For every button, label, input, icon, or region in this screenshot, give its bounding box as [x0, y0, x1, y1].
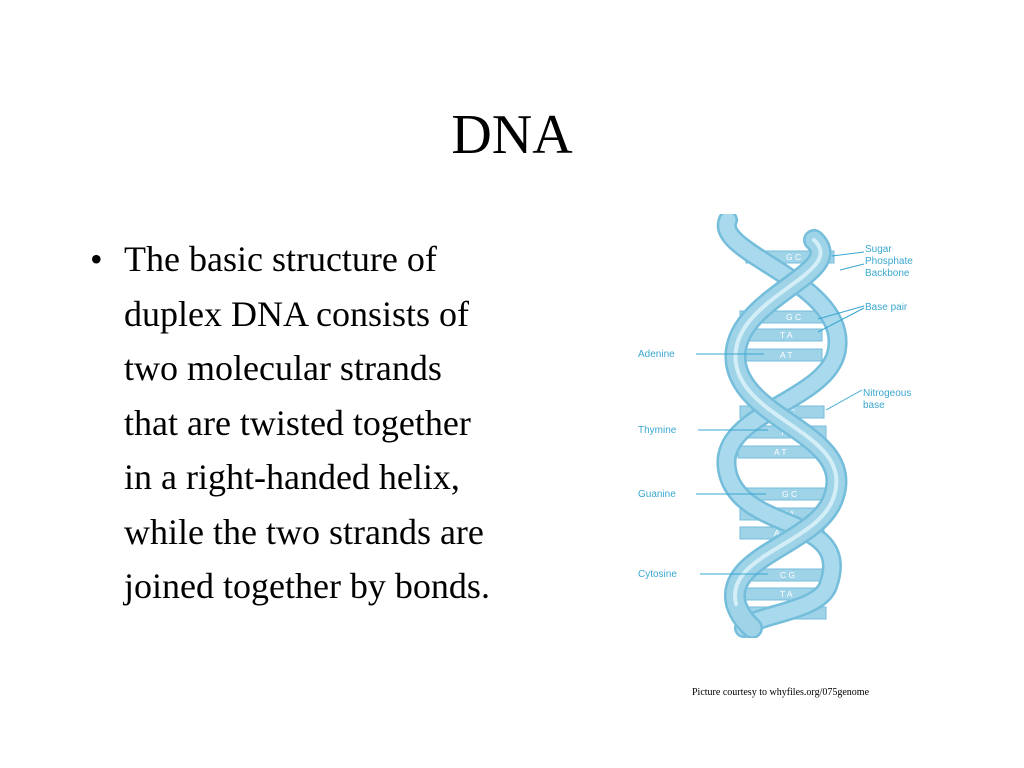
base-pair-letter: T A	[780, 589, 793, 599]
base-pair-letter: G C	[786, 312, 801, 322]
bullet-text: The basic structure of duplex DNA consis…	[124, 239, 490, 606]
label-base-pair: Base pair	[865, 302, 908, 313]
label-backbone: Backbone	[865, 268, 910, 279]
label-base: base	[863, 400, 885, 411]
label-thymine: Thymine	[638, 425, 677, 436]
base-pair-letter: T A	[780, 330, 793, 340]
label-nitrogeous: Nitrogeous	[863, 388, 911, 399]
base-pair-letter: A T	[774, 447, 787, 457]
dna-strand-highlight	[732, 238, 839, 606]
label-adenine: Adenine	[638, 349, 675, 360]
label-phosphate: Phosphate	[865, 256, 913, 267]
bullet-marker: •	[90, 239, 103, 279]
label-guanine: Guanine	[638, 489, 676, 500]
picture-credit: Picture courtesy to whyfiles.org/075geno…	[692, 687, 870, 698]
label-sugar: Sugar	[865, 244, 892, 255]
base-pair-letter: C G	[780, 570, 795, 580]
base-pair-letter: G C	[786, 252, 801, 262]
dna-helix-illustration: G C G C T A A T G C T A A T G C T A A T …	[638, 214, 913, 638]
label-cytosine: Cytosine	[638, 569, 677, 580]
dna-strand-back-fill	[718, 214, 846, 636]
bullet-item: • The basic structure of duplex DNA cons…	[90, 232, 610, 614]
base-pair-letter: G C	[782, 489, 797, 499]
base-pair-letter: A T	[774, 528, 787, 538]
dna-diagram: G C G C T A A T G C T A A T G C T A A T …	[628, 214, 924, 638]
base-pair-letter: A T	[780, 350, 793, 360]
label-leader-lines	[696, 251, 865, 575]
bullet-list: • The basic structure of duplex DNA cons…	[90, 232, 610, 614]
slide-title: DNA	[451, 104, 573, 166]
